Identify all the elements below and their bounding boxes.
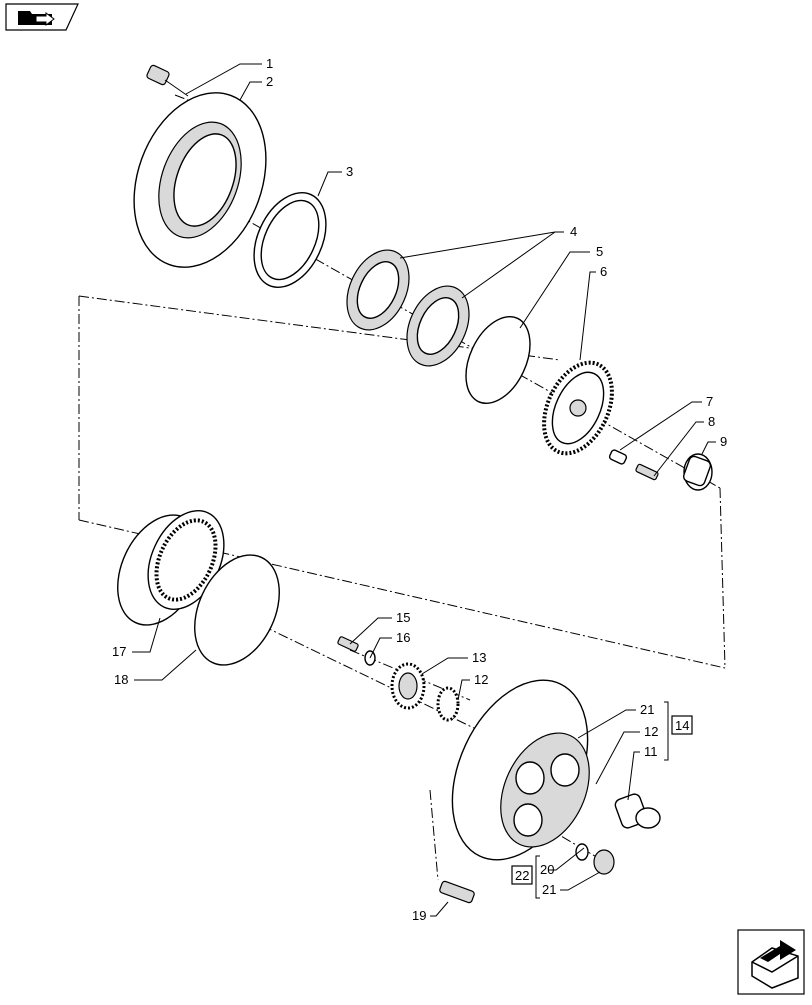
callout-12-top: 12 [474, 672, 488, 687]
callout-1: 1 [266, 56, 273, 71]
planet-carrier-housing [451, 679, 590, 861]
part-2-hub-housing [133, 92, 267, 268]
callout-13: 13 [472, 650, 486, 665]
part-3-seal [253, 192, 327, 288]
next-page-arrow-icon[interactable] [737, 929, 805, 995]
boxed-ref-14[interactable]: 14 [671, 715, 693, 735]
part-7-pin [608, 449, 628, 465]
callout-21-top: 21 [640, 702, 654, 717]
part-5-snap-ring [465, 315, 531, 405]
callout-labels: 1 2 3 4 5 6 7 8 9 17 18 15 16 13 12 21 1… [112, 56, 727, 923]
callout-6: 6 [600, 264, 607, 279]
callout-9: 9 [720, 434, 727, 449]
part-15-bolt [337, 636, 359, 652]
svg-text:14: 14 [675, 718, 689, 733]
part-8-screw [635, 463, 659, 481]
callout-8: 8 [708, 414, 715, 429]
callout-3: 3 [346, 164, 353, 179]
folder-arrow-icon[interactable] [5, 3, 79, 31]
callout-11: 11 [644, 744, 658, 759]
callout-4: 4 [570, 224, 577, 239]
svg-text:22: 22 [515, 868, 529, 883]
part-21-plug [593, 849, 615, 875]
callout-15: 15 [396, 610, 410, 625]
part-20-o-ring [575, 843, 589, 861]
callout-7: 7 [706, 394, 713, 409]
callout-12-mid: 12 [644, 724, 658, 739]
callout-17: 17 [112, 644, 126, 659]
part-6-sun-gear-plate [542, 360, 614, 456]
part-9-plug [682, 453, 713, 491]
part-12-planet-gear [436, 686, 460, 722]
part-1-bolt [146, 64, 189, 97]
part-11-shaft [614, 793, 661, 829]
part-18-o-ring [194, 554, 280, 666]
callout-5: 5 [596, 244, 603, 259]
callout-2: 2 [266, 74, 273, 89]
callout-16: 16 [396, 630, 410, 645]
part-17-ring-gear [117, 510, 225, 626]
boxed-ref-22[interactable]: 22 [511, 865, 533, 885]
part-13-planet-gear [390, 662, 426, 710]
part-19-bolt [439, 880, 475, 904]
callout-21-bottom: 21 [542, 882, 556, 897]
callout-19: 19 [412, 908, 426, 923]
callout-20: 20 [540, 862, 554, 877]
callout-18: 18 [114, 672, 128, 687]
part-4-bearings [346, 249, 470, 367]
leader-lines [132, 63, 716, 917]
